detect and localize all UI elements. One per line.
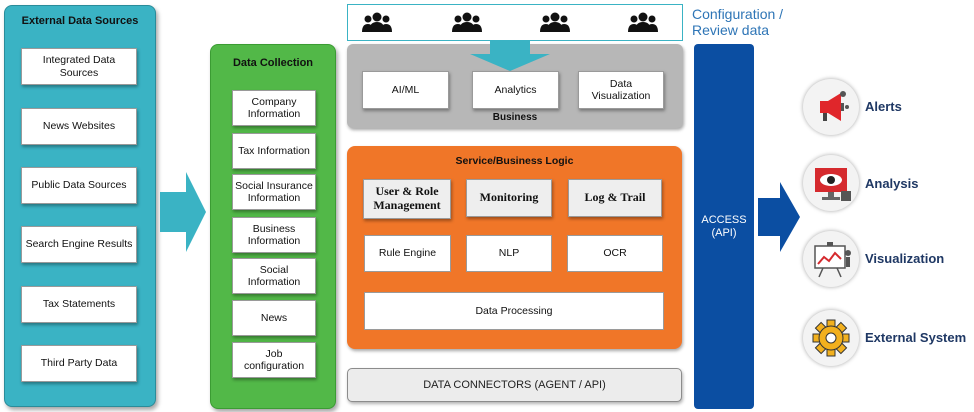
external-data-sources-title: External Data Sources bbox=[21, 15, 139, 27]
external-system-circle bbox=[803, 310, 859, 366]
alerts-circle bbox=[803, 79, 859, 135]
source-integrated-data: Integrated Data Sources bbox=[21, 48, 137, 85]
collection-tax-info: Tax Information bbox=[232, 133, 316, 169]
collection-news: News bbox=[232, 300, 316, 336]
visualization-label: Visualization bbox=[865, 251, 945, 266]
source-public-data: Public Data Sources bbox=[21, 167, 137, 204]
service-ocr: OCR bbox=[567, 235, 663, 272]
users-group-icon bbox=[362, 12, 392, 32]
users-group-icon bbox=[628, 12, 658, 32]
analysis-circle bbox=[803, 155, 859, 211]
users-group-icon bbox=[452, 12, 482, 32]
collection-company-info: Company Information bbox=[232, 90, 316, 126]
flow-arrow-right-1 bbox=[160, 172, 206, 252]
collection-business-info: Business Information bbox=[232, 217, 316, 253]
service-nlp: NLP bbox=[466, 235, 552, 272]
down-arrow bbox=[470, 40, 550, 71]
access-api-bar: ACCESS (API) bbox=[694, 44, 754, 409]
service-rule-engine: Rule Engine bbox=[364, 235, 451, 272]
external-system-label: External System bbox=[865, 330, 967, 345]
source-tax-statements: Tax Statements bbox=[21, 286, 137, 323]
business-title: Business bbox=[492, 112, 538, 123]
collection-social-insurance: Social Insurance Information bbox=[232, 174, 316, 210]
users-group-icon bbox=[540, 12, 570, 32]
megaphone-icon bbox=[820, 91, 849, 121]
data-collection-title: Data Collection bbox=[232, 57, 314, 69]
business-ai-ml: AI/ML bbox=[362, 71, 449, 109]
eye-monitor-icon bbox=[815, 168, 851, 201]
service-monitoring: Monitoring bbox=[466, 179, 552, 217]
presentation-chart-icon bbox=[814, 242, 851, 278]
source-search-engine: Search Engine Results bbox=[21, 226, 137, 263]
service-data-processing: Data Processing bbox=[364, 292, 664, 330]
service-user-role: User & Role Management bbox=[363, 179, 451, 219]
gear-icon bbox=[812, 319, 850, 357]
configuration-label: Configuration / Review data bbox=[692, 6, 784, 38]
collection-social-info: Social Information bbox=[232, 258, 316, 294]
source-third-party: Third Party Data bbox=[21, 345, 137, 382]
alerts-label: Alerts bbox=[865, 99, 902, 114]
collection-job-config: Job configuration bbox=[232, 342, 316, 378]
visualization-circle bbox=[803, 231, 859, 287]
business-data-visualization: Data Visualization bbox=[578, 71, 664, 109]
analysis-label: Analysis bbox=[865, 176, 919, 191]
flow-arrow-right-2 bbox=[758, 182, 800, 252]
business-analytics: Analytics bbox=[472, 71, 559, 109]
service-logic-title: Service/Business Logic bbox=[455, 155, 574, 167]
service-log-trail: Log & Trail bbox=[568, 179, 662, 217]
data-connectors-bar: DATA CONNECTORS (AGENT / API) bbox=[347, 368, 682, 402]
source-news-websites: News Websites bbox=[21, 108, 137, 145]
users-strip bbox=[347, 4, 683, 41]
